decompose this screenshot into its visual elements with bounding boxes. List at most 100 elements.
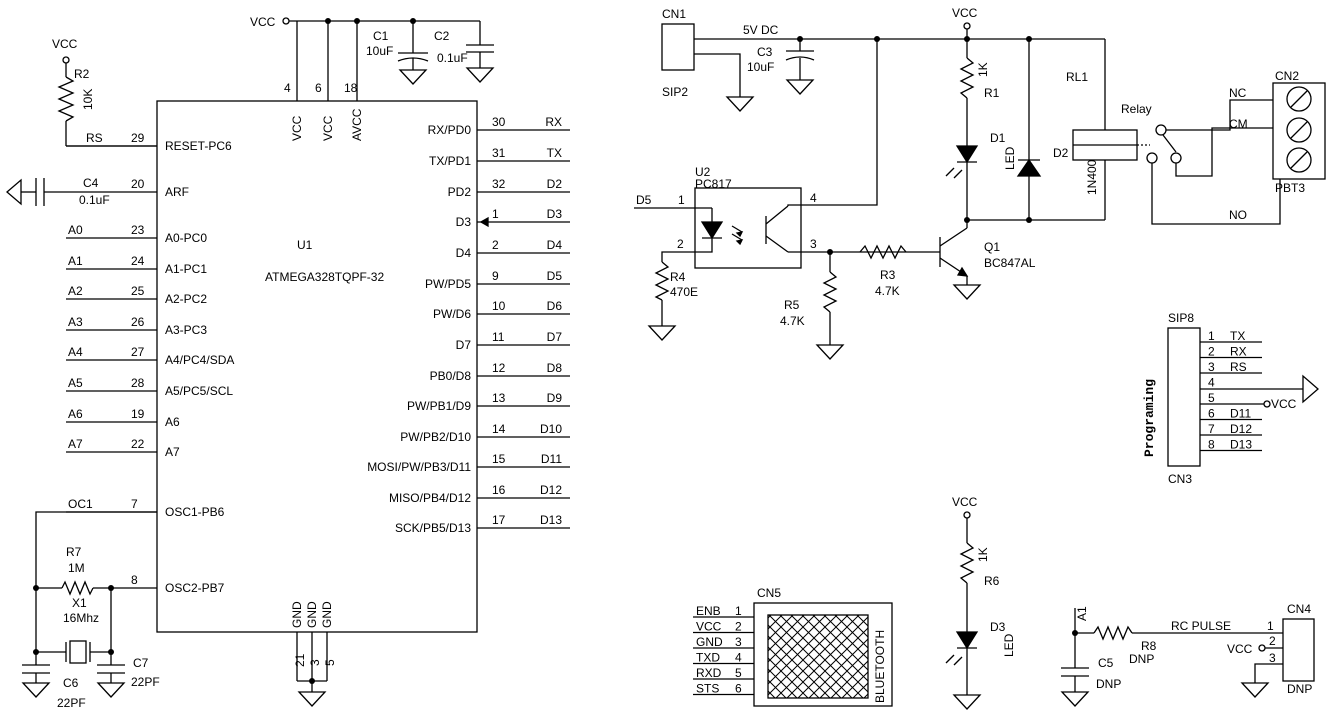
u1-left-pin-name: A2-PC2 xyxy=(165,292,207,306)
r2-value: 10K xyxy=(81,89,95,110)
rc-pulse-circuit: A1 R8 DNP RC PULSE C5 DNP CN4 DNP 1 2 3 … xyxy=(1060,602,1315,707)
r7-ref: R7 xyxy=(66,545,82,559)
u1-bottom-pin-num: 3 xyxy=(308,659,322,666)
u1-left-pin-net: A1 xyxy=(68,254,83,268)
cn5-module: BLUETOOTH xyxy=(873,630,887,703)
cn4-pin1: 1 xyxy=(1267,619,1274,633)
u1-right-pin-net: D3 xyxy=(547,207,563,221)
cn5-pin-num: 2 xyxy=(735,620,742,634)
rl1-ref: RL1 xyxy=(1066,70,1088,84)
c2-ref: C2 xyxy=(434,29,450,43)
u1-left-pin-net: OC1 xyxy=(68,497,93,511)
u1-bottom-pin-num: 5 xyxy=(323,659,337,666)
cn5-pin-net: TXD xyxy=(696,651,720,665)
r3-value: 4.7K xyxy=(875,284,900,298)
u1-bottom-pin-name: GND xyxy=(320,601,334,628)
cn3-pin-num: 7 xyxy=(1208,422,1215,436)
cn5-pin-num: 3 xyxy=(735,635,742,649)
u1-right-pin-num: 17 xyxy=(492,513,506,527)
r4-ref: R4 xyxy=(670,270,686,284)
cn5-pin-num: 4 xyxy=(735,651,742,665)
cn2-no: NO xyxy=(1229,208,1247,222)
cn2-nc: NC xyxy=(1229,86,1247,100)
u1-top-pin-name: VCC xyxy=(290,115,304,141)
r3-ref: R3 xyxy=(880,268,896,282)
u1-left-pin-name: A6 xyxy=(165,415,180,429)
u1-left-pin-num: 29 xyxy=(131,131,145,145)
cn4-ref: CN4 xyxy=(1287,602,1311,616)
vcc-label-top: VCC xyxy=(250,15,276,29)
u1-right-pin-num: 31 xyxy=(492,146,506,160)
cn3-pin-net: RX xyxy=(1230,345,1247,359)
cn5-pin-net: ENB xyxy=(696,604,721,618)
cn1-connector xyxy=(661,23,695,71)
c4-arf: C4 0.1uF xyxy=(6,176,157,207)
u2-optocoupler xyxy=(694,187,802,269)
r1-ref: R1 xyxy=(984,86,1000,100)
r6-value: 1K xyxy=(976,547,990,562)
cn5-pin-net: RXD xyxy=(696,666,722,680)
u1-right-pin-net: D2 xyxy=(547,177,563,191)
r8-ref: R8 xyxy=(1141,639,1157,653)
cn3-ref: CN3 xyxy=(1168,472,1192,486)
u1-right-pin-name: D3 xyxy=(456,215,472,229)
c7-ref: C7 xyxy=(133,656,149,670)
u1-left-pin-name: A4/PC4/SDA xyxy=(165,353,234,367)
cn3-pin-num: 2 xyxy=(1208,345,1215,359)
r5-ref: R5 xyxy=(784,298,800,312)
u1-top-pin-num: 6 xyxy=(315,81,322,95)
v5-label: 5V DC xyxy=(743,23,779,37)
u1-left-pin-net: A3 xyxy=(68,315,83,329)
vcc-decoupling: VCC C1 10uF C2 0.1uF xyxy=(250,15,495,85)
cn3-pin-num: 1 xyxy=(1208,329,1215,343)
u1-left-pin-name: RESET-PC6 xyxy=(165,139,232,153)
cn3-label: Programing xyxy=(1142,379,1157,457)
cn1-type: SIP2 xyxy=(662,85,688,99)
u1-right-pin-net: RX xyxy=(545,115,562,129)
u1-left-pin-name: A5/PC5/SCL xyxy=(165,384,233,398)
r1-value: 1K xyxy=(976,62,990,77)
c4-ref: C4 xyxy=(83,176,99,190)
cn5-pin-net: VCC xyxy=(696,620,722,634)
cn3-pin-net: D12 xyxy=(1230,422,1252,436)
u1-left-pin-net: RS xyxy=(86,131,103,145)
u1-left-pin-name: ARF xyxy=(165,185,189,199)
u2-in-net: D5 xyxy=(636,193,652,207)
cn5-pin-net: STS xyxy=(696,682,719,696)
u1-right-pin-net: D10 xyxy=(540,422,562,436)
u1-right-pin-net: D13 xyxy=(540,513,562,527)
cn3-pin-net: D11 xyxy=(1230,407,1251,421)
u1-left-pin-num: 27 xyxy=(131,345,145,359)
r4-value: 470E xyxy=(670,285,698,299)
c5-ref: C5 xyxy=(1098,656,1114,670)
vcc-label-relay: VCC xyxy=(952,6,978,20)
cn3-pin-num: 5 xyxy=(1208,391,1215,405)
d3-value: LED xyxy=(1002,633,1016,657)
status-led: VCC 1K R6 D3 LED xyxy=(945,495,1016,710)
r7-value: 1M xyxy=(68,561,85,575)
u1-top-pin-num: 4 xyxy=(284,81,291,95)
rc-signal: RC PULSE xyxy=(1171,619,1231,633)
d2-value: 1N4007 xyxy=(1085,153,1099,195)
crystal-circuit: R7 1M X1 16Mhz C6 22PF C7 22PF xyxy=(21,511,160,710)
u1-right-pin-name: PW/PD5 xyxy=(425,277,471,291)
cn3-type: SIP8 xyxy=(1168,311,1194,325)
cn2-cm: CM xyxy=(1229,117,1248,131)
u1-left-pin-net: A4 xyxy=(68,345,83,359)
u1-right-pin-name: PW/D6 xyxy=(433,307,471,321)
u1-left-pin-num: 7 xyxy=(131,497,138,511)
u2-ref: U2 xyxy=(695,165,711,179)
cn4-body xyxy=(1282,618,1315,682)
u1-left-pin-name: A1-PC1 xyxy=(165,262,207,276)
u1-right-pin-name: PD2 xyxy=(448,185,472,199)
d1-ref: D1 xyxy=(990,131,1006,145)
u1-bottom-pin-name: GND xyxy=(305,601,319,628)
u1-right-pin-name: PW/PB1/D9 xyxy=(407,399,471,413)
cn2-type: PBT3 xyxy=(1275,181,1305,195)
d2-ref: D2 xyxy=(1053,146,1069,160)
c1-ref: C1 xyxy=(373,29,389,43)
u1-right-pin-num: 32 xyxy=(492,177,506,191)
